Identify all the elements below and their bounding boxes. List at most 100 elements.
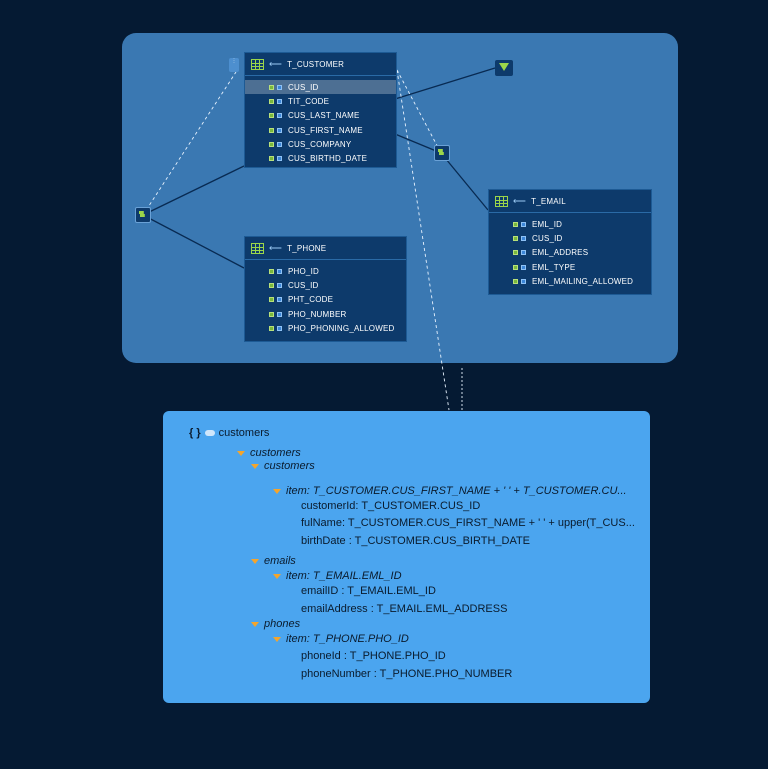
tree-label: emailAddress : T_EMAIL.EML_ADDRESS [301, 603, 508, 615]
link-arrow-icon [204, 430, 215, 436]
table-t-phone[interactable]: ⟵ T_PHONE PHO_ID CUS_ID PHT_CODE PHO_NUM… [244, 236, 407, 342]
expand-toggle-icon[interactable] [251, 463, 259, 469]
field-key-icon [269, 268, 274, 274]
field-key-icon [513, 221, 518, 227]
field-row[interactable]: CUS_ID [245, 80, 396, 95]
tree-label: phones [264, 618, 301, 630]
tree-label: fulName: T_CUSTOMER.CUS_FIRST_NAME + ' '… [301, 517, 635, 529]
field-name: EML_ADDRES [532, 248, 589, 258]
field-type-icon [277, 282, 282, 288]
field-row[interactable]: EML_TYPE [489, 260, 651, 274]
tree-node-phones[interactable]: phones [251, 618, 300, 630]
tree-node-email-item[interactable]: item: T_EMAIL.EML_ID [273, 570, 402, 582]
expand-toggle-icon[interactable] [251, 621, 259, 627]
tree-node-phone-item[interactable]: item: T_PHONE.PHO_ID [273, 633, 409, 645]
field-name: CUS_LAST_NAME [288, 111, 360, 121]
table-t-customer[interactable]: ⟵ T_CUSTOMER CUS_ID TIT_CODE CUS_LAST_NA… [244, 52, 397, 168]
key-arrow-icon: ⟵ [269, 58, 283, 69]
field-name: CUS_ID [288, 280, 319, 290]
field-row[interactable]: TIT_CODE [245, 94, 396, 108]
key-mapping-icon[interactable]: ⋮ [229, 58, 239, 72]
field-name: PHO_ID [288, 266, 319, 276]
field-name: EML_MAILING_ALLOWED [532, 276, 634, 286]
tree-leaf-birth-date[interactable]: birthDate : T_CUSTOMER.CUS_BIRTH_DATE [301, 535, 530, 547]
filter-icon[interactable] [495, 60, 513, 76]
field-key-icon [269, 297, 274, 303]
tree-label: emailID : T_EMAIL.EML_ID [301, 585, 436, 597]
field-type-icon [277, 268, 282, 274]
table-header[interactable]: ⟵ T_CUSTOMER [245, 53, 396, 76]
field-type-icon [277, 325, 282, 331]
field-row[interactable]: PHO_PHONING_ALLOWED [245, 321, 406, 335]
field-type-icon [521, 235, 526, 241]
table-grid-icon [251, 242, 264, 254]
field-row[interactable]: PHO_ID [245, 264, 406, 278]
tree-label: customerId: T_CUSTOMER.CUS_ID [301, 500, 481, 512]
tree-leaf-phone-number[interactable]: phoneNumber : T_PHONE.PHO_NUMBER [301, 668, 512, 680]
field-type-icon [277, 141, 282, 147]
field-key-icon [513, 264, 518, 270]
field-key-icon [269, 141, 274, 147]
tree-leaf-phone-id[interactable]: phoneId : T_PHONE.PHO_ID [301, 650, 446, 662]
tree-label: emails [264, 555, 296, 567]
field-key-icon [269, 127, 274, 133]
json-braces-icon: { } [189, 427, 201, 439]
join-node-icon[interactable] [135, 207, 151, 223]
table-name: T_PHONE [287, 243, 327, 253]
field-name: CUS_COMPANY [288, 139, 352, 149]
table-header[interactable]: ⟵ T_PHONE [245, 237, 406, 260]
field-name: PHO_NUMBER [288, 309, 347, 319]
tree-leaf-email-address[interactable]: emailAddress : T_EMAIL.EML_ADDRESS [301, 603, 507, 615]
field-row[interactable]: PHO_NUMBER [245, 307, 406, 321]
field-key-icon [269, 84, 274, 90]
field-row[interactable]: CUS_FIRST_NAME [245, 123, 396, 137]
tree-label: item: T_EMAIL.EML_ID [286, 570, 402, 582]
expand-toggle-icon[interactable] [237, 450, 245, 456]
field-row[interactable]: CUS_ID [489, 231, 651, 245]
join-node-icon[interactable] [434, 145, 450, 161]
expand-toggle-icon[interactable] [251, 558, 259, 564]
field-type-icon [277, 113, 282, 119]
tree-node-customer-item[interactable]: item: T_CUSTOMER.CUS_FIRST_NAME + ' ' + … [273, 485, 627, 497]
tree-label: item: T_CUSTOMER.CUS_FIRST_NAME + ' ' + … [286, 485, 627, 497]
table-name: T_EMAIL [531, 196, 566, 206]
expand-toggle-icon[interactable] [273, 573, 281, 579]
table-header[interactable]: ⟵ T_EMAIL [489, 190, 651, 213]
field-key-icon [269, 311, 274, 317]
tree-leaf-email-id[interactable]: emailID : T_EMAIL.EML_ID [301, 585, 436, 597]
expand-toggle-icon[interactable] [273, 488, 281, 494]
field-key-icon [513, 250, 518, 256]
field-name: EML_ID [532, 219, 563, 229]
field-name: PHT_CODE [288, 295, 334, 305]
field-row[interactable]: PHT_CODE [245, 293, 406, 307]
tree-node-customers-array[interactable]: customers [251, 460, 315, 472]
field-row[interactable]: CUS_ID [245, 278, 406, 292]
tree-node-emails[interactable]: emails [251, 555, 296, 567]
json-root[interactable]: { } customers [189, 427, 269, 439]
tree-node-customers-group[interactable]: customers [237, 447, 301, 459]
field-row[interactable]: CUS_COMPANY [245, 137, 396, 151]
tree-leaf-full-name[interactable]: fulName: T_CUSTOMER.CUS_FIRST_NAME + ' '… [301, 517, 635, 529]
field-type-icon [277, 127, 282, 133]
field-row[interactable]: CUS_LAST_NAME [245, 109, 396, 123]
field-type-icon [277, 84, 282, 90]
json-root-name: customers [218, 427, 270, 439]
field-type-icon [277, 98, 282, 104]
field-name: EML_TYPE [532, 262, 576, 272]
json-structure-panel: { } customers customers customers item: … [163, 411, 650, 703]
field-name: TIT_CODE [288, 96, 330, 106]
tree-leaf-customer-id[interactable]: customerId: T_CUSTOMER.CUS_ID [301, 500, 480, 512]
tree-label: customers [250, 447, 301, 459]
field-row[interactable]: EML_ADDRES [489, 246, 651, 260]
field-row[interactable]: EML_MAILING_ALLOWED [489, 274, 651, 288]
tree-label: item: T_PHONE.PHO_ID [286, 633, 409, 645]
tree-label: customers [264, 460, 315, 472]
table-t-email[interactable]: ⟵ T_EMAIL EML_ID CUS_ID EML_ADDRES EML_T… [488, 189, 652, 295]
tree-label: phoneId : T_PHONE.PHO_ID [301, 650, 446, 662]
field-row[interactable]: EML_ID [489, 217, 651, 231]
field-row[interactable]: CUS_BIRTHD_DATE [245, 151, 396, 165]
field-key-icon [269, 282, 274, 288]
field-key-icon [269, 113, 274, 119]
expand-toggle-icon[interactable] [273, 636, 281, 642]
field-name: PHO_PHONING_ALLOWED [288, 323, 395, 333]
